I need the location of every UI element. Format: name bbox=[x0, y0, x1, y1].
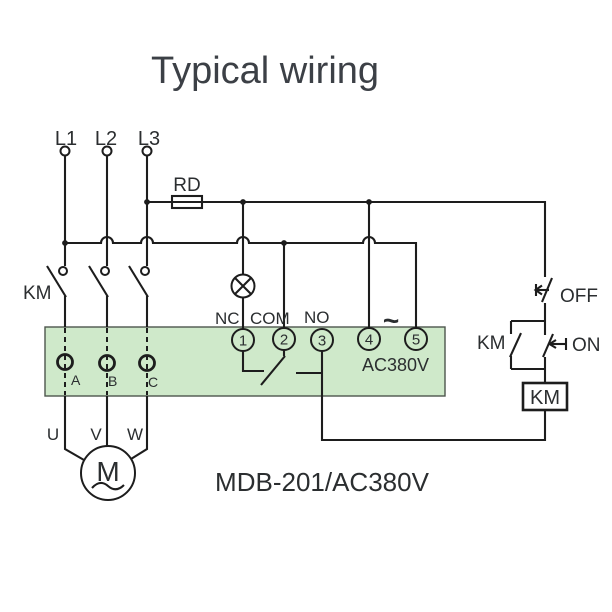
source-terminal-l2-icon bbox=[101, 145, 113, 157]
off-button-icon bbox=[533, 277, 553, 321]
source-terminal-l1-icon bbox=[59, 145, 71, 157]
junction-dot bbox=[366, 199, 372, 205]
ac380v-label: AC380V bbox=[362, 355, 429, 375]
terminal-3-label: 3 bbox=[318, 332, 326, 349]
no-label: NO bbox=[304, 308, 330, 327]
phase-label-l2: L2 bbox=[95, 128, 117, 150]
clamp-terminal-b-icon bbox=[98, 354, 116, 372]
motor-icon: M bbox=[80, 445, 136, 501]
motor-phase-w-label: W bbox=[127, 425, 143, 444]
phase-label-l1: L1 bbox=[55, 128, 77, 150]
km-aux-label: KM bbox=[477, 333, 506, 354]
relay-contact-icon bbox=[241, 350, 322, 386]
motor-phase-u-label: U bbox=[47, 425, 59, 444]
km-coil-label: KM bbox=[530, 387, 560, 409]
km-coil-icon bbox=[521, 381, 569, 412]
clamp-terminal-c-icon bbox=[138, 354, 156, 372]
on-label: ON bbox=[572, 335, 601, 356]
motor-wave-icon bbox=[91, 481, 125, 491]
fuse-rd-icon bbox=[170, 194, 204, 210]
terminal-1-label: 1 bbox=[239, 332, 247, 349]
wire-fuse-line bbox=[147, 200, 547, 277]
motor-phase-v-label: V bbox=[90, 425, 102, 444]
terminal-2-label: 2 bbox=[280, 331, 288, 348]
nc-label: NC bbox=[215, 309, 240, 328]
on-button-icon bbox=[542, 321, 568, 383]
terminal-block bbox=[44, 326, 446, 397]
clamp-terminal-a-icon bbox=[56, 353, 74, 371]
wire-motor-w bbox=[130, 396, 149, 460]
km-main-contacts-icon bbox=[46, 265, 150, 327]
ac-tilde-symbol: ~ bbox=[383, 305, 399, 336]
fuse-label: RD bbox=[173, 175, 200, 196]
km-main-label: KM bbox=[23, 283, 52, 304]
phase-label-l3: L3 bbox=[138, 128, 160, 150]
model-label: MDB-201/AC380V bbox=[215, 467, 430, 497]
motor-label: M bbox=[96, 456, 119, 487]
clamp-label-a: A bbox=[71, 372, 81, 388]
terminal-4-label: 4 bbox=[365, 331, 373, 348]
junction-dot bbox=[240, 199, 246, 205]
km-aux-contact-icon bbox=[509, 319, 545, 371]
com-label: COM bbox=[250, 309, 290, 328]
source-terminal-l3-icon bbox=[141, 145, 153, 157]
wire-motor-u bbox=[63, 396, 85, 461]
junction-dot bbox=[281, 240, 287, 246]
junction-dot bbox=[62, 240, 68, 246]
wire-phase-branch bbox=[65, 235, 418, 328]
off-label: OFF bbox=[560, 286, 598, 307]
clamp-label-b: B bbox=[108, 373, 117, 389]
clamp-label-c: C bbox=[148, 374, 158, 390]
wire-no-to-coil bbox=[320, 351, 547, 442]
junction-dot bbox=[144, 199, 150, 205]
page-title: Typical wiring bbox=[151, 50, 379, 92]
terminal-5-label: 5 bbox=[412, 331, 420, 348]
indicator-lamp-icon bbox=[230, 273, 256, 299]
